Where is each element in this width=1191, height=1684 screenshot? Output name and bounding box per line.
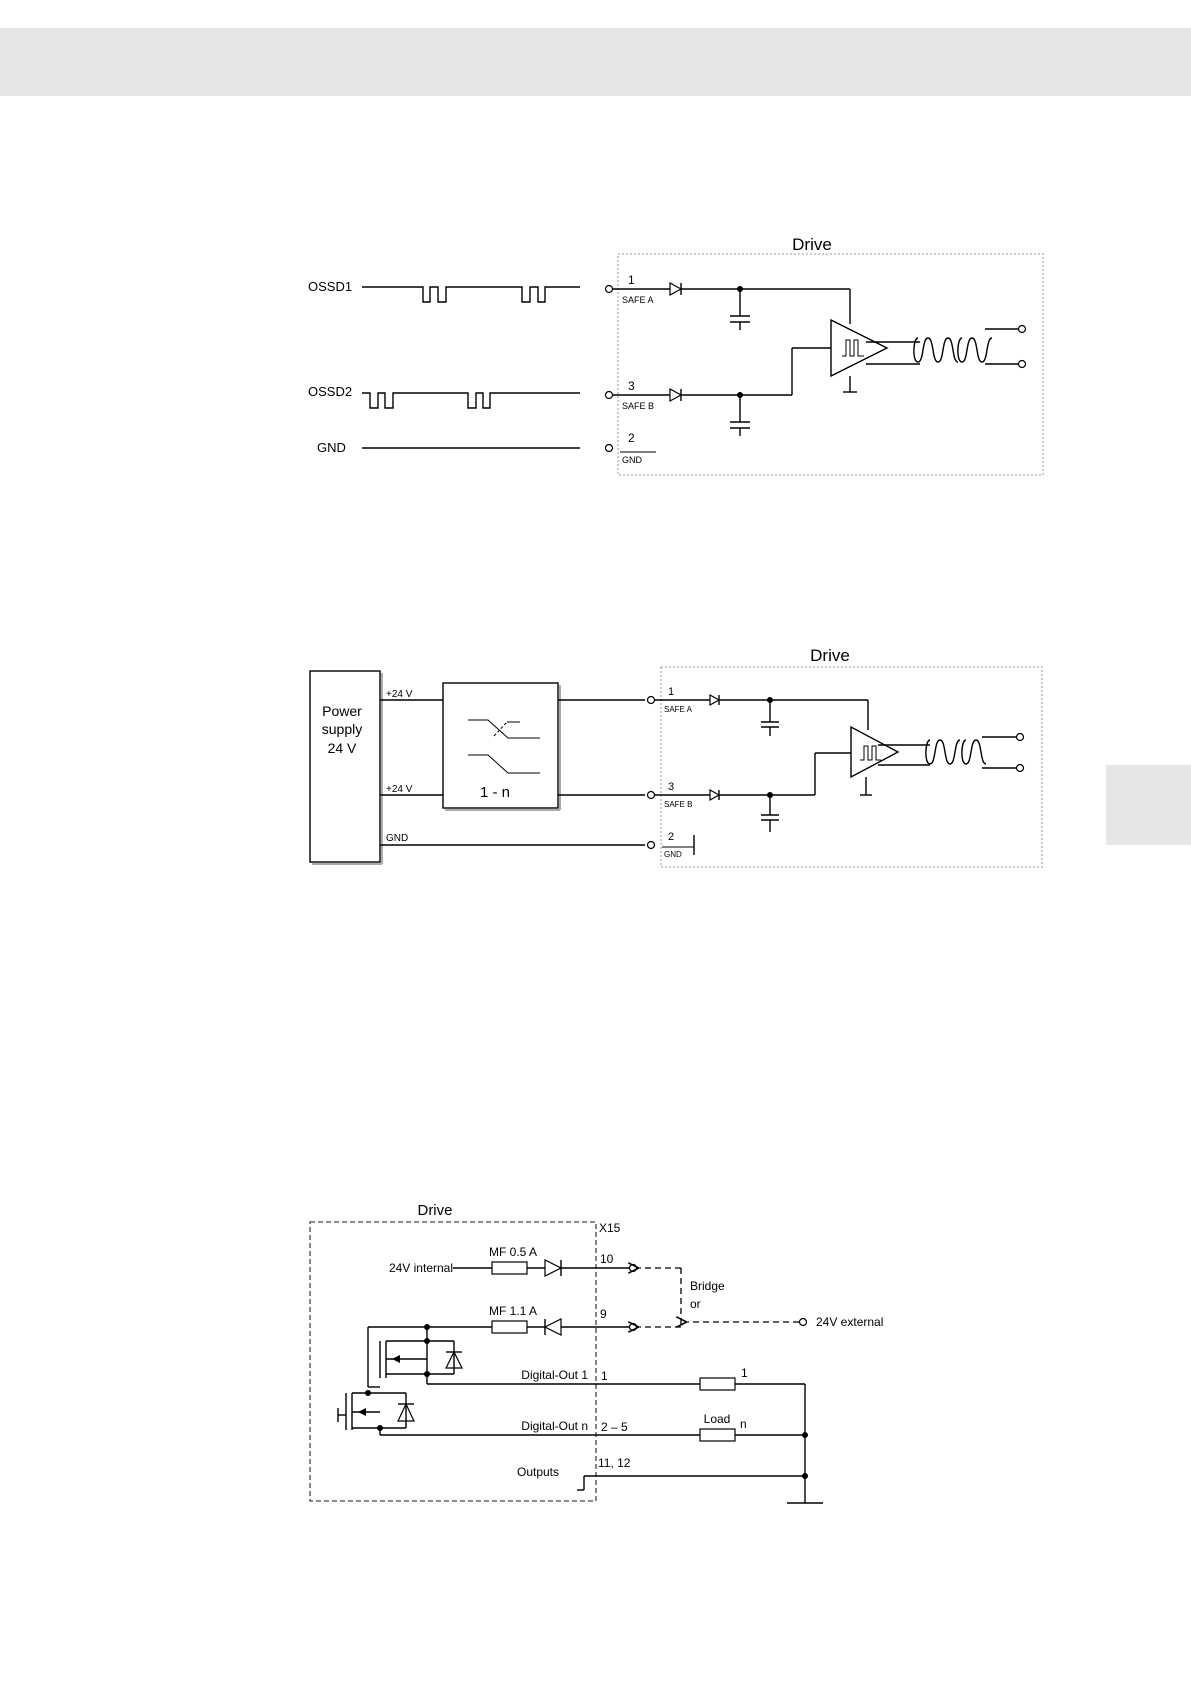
drive-title-3: Drive [417, 1202, 452, 1219]
outn-label: Digital-Out n [521, 1419, 588, 1433]
out1-label: Digital-Out 1 [521, 1368, 588, 1382]
diagram-power-supply-wiring: Power supply 24 V +24 V +24 V GND 1 - n … [310, 646, 1042, 867]
rail-24v-top: +24 V [386, 689, 413, 700]
power-supply-line1: Power [322, 703, 362, 719]
mosfet-n [338, 1390, 414, 1435]
load1-index: 1 [741, 1366, 748, 1380]
or-label: or [690, 1297, 701, 1311]
pin-1-2: 1 [668, 686, 674, 698]
pulse-symbol-2 [860, 746, 881, 760]
diagram-digital-outputs: Drive X15 24V internal MF 0.5 A 10 MF 1.… [310, 1202, 883, 1503]
terminal-gnd [606, 445, 613, 452]
out1-pin: 1 [601, 1369, 608, 1383]
signal-label-ossd1: OSSD1 [308, 279, 352, 294]
coil-secondary-2 [962, 740, 986, 764]
load-label: Load [704, 1412, 731, 1426]
diode-2 [545, 1319, 561, 1335]
pin-safe-b-2: SAFE B [664, 800, 692, 809]
pin-2-2: 2 [668, 831, 674, 843]
power-supply-line2: supply [322, 721, 362, 737]
diode-safe-b [670, 389, 681, 401]
terminal-safe-b [606, 392, 613, 399]
diode-1 [545, 1260, 561, 1276]
ossd2-pulse-train [362, 393, 580, 408]
pin-9: 9 [600, 1307, 607, 1321]
coil-primary [914, 338, 958, 362]
amplifier-triangle-2 [851, 727, 898, 777]
fuse-label-2: MF 1.1 A [489, 1304, 537, 1318]
pin-safe-a: SAFE A [622, 295, 654, 305]
pin-gnd: GND [622, 455, 643, 465]
output-terminal-2 [1019, 361, 1026, 368]
outputs-label: Outputs [517, 1465, 559, 1479]
internal-supply-label: 24V internal [389, 1261, 453, 1275]
pulse-symbol [842, 340, 864, 356]
power-supply-line3: 24 V [328, 740, 357, 756]
drive-title: Drive [792, 235, 832, 254]
pin-10: 10 [600, 1252, 614, 1266]
output-terminal-1-2 [1017, 734, 1024, 741]
signal-label-gnd: GND [317, 440, 346, 455]
power-supply-box [310, 671, 380, 862]
mosfet-1 [368, 1338, 462, 1387]
external-supply-label: 24V external [816, 1315, 883, 1329]
pin-1: 1 [628, 273, 635, 287]
fuse-label-1: MF 0.5 A [489, 1245, 537, 1259]
pin-2: 2 [628, 431, 635, 445]
terminal-safe-a-2 [648, 697, 655, 704]
load-1 [700, 1378, 735, 1390]
ossd1-pulse-train [362, 287, 580, 302]
diode-safe-a [670, 283, 681, 295]
pin-gnd-2: GND [664, 850, 682, 859]
terminal-external [800, 1319, 807, 1326]
diode-safe-b-2 [710, 790, 719, 800]
terminal-safe-a [606, 286, 613, 293]
rail-gnd: GND [386, 833, 408, 844]
output-terminal-1 [1019, 326, 1026, 333]
pin-safe-b: SAFE B [622, 401, 654, 411]
outputs-pin: 11, 12 [598, 1456, 631, 1470]
pin-3-2: 3 [668, 781, 674, 793]
pin-safe-a-2: SAFE A [664, 705, 693, 714]
rail-24v-bottom: +24 V [386, 784, 413, 795]
drive-title-2: Drive [810, 646, 850, 665]
load-n [700, 1429, 735, 1441]
amplifier-outputs [866, 342, 920, 364]
terminal-9 [630, 1324, 637, 1331]
coil-primary-2 [926, 740, 960, 764]
fuse-1 [492, 1262, 527, 1274]
terminal-10 [630, 1265, 637, 1272]
terminal-gnd-2 [648, 842, 655, 849]
amplifier-triangle [831, 320, 887, 376]
diagram-ossd-wiring: Drive OSSD1 OSSD2 GND 1 SAFE A 3 SAFE B … [308, 235, 1043, 475]
pin-3: 3 [628, 379, 635, 393]
diode-safe-a-2 [710, 695, 719, 705]
bridge-label: Bridge [690, 1279, 725, 1293]
fuse-2 [492, 1321, 527, 1333]
output-terminal-2-2 [1017, 765, 1024, 772]
connector-x15: X15 [599, 1221, 621, 1235]
outn-pin: 2 – 5 [601, 1420, 628, 1434]
switch-label: 1 - n [480, 784, 510, 801]
loadn-index: n [740, 1417, 747, 1431]
signal-label-ossd2: OSSD2 [308, 384, 352, 399]
coil-secondary [958, 338, 992, 362]
terminal-safe-b-2 [648, 792, 655, 799]
